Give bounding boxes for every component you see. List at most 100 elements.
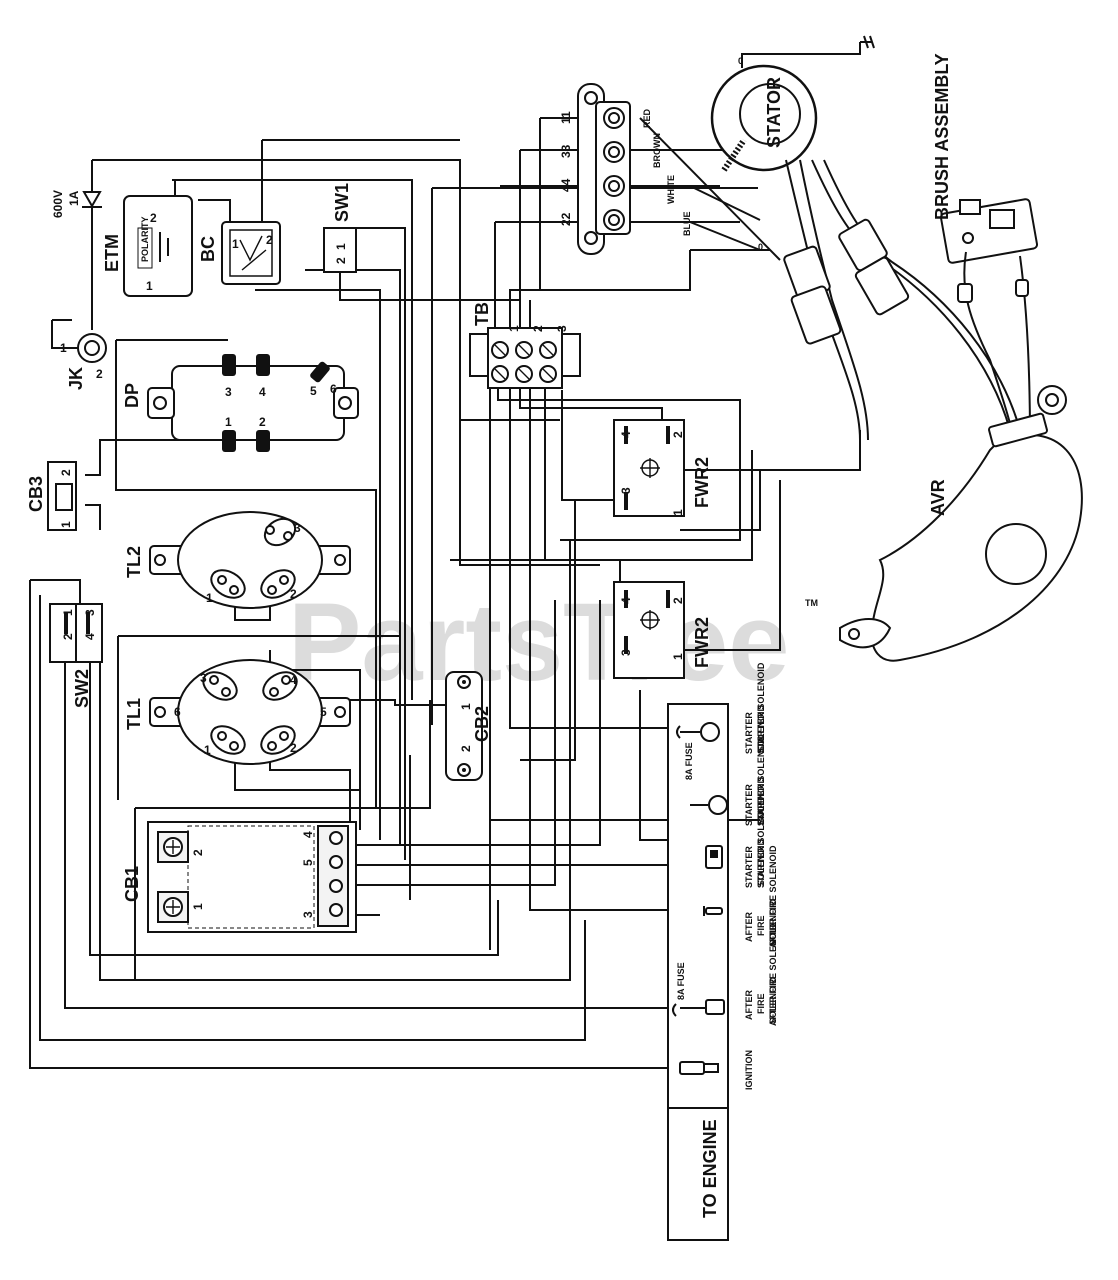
etm-body xyxy=(123,195,193,297)
wire-color-red: RED xyxy=(642,108,652,128)
dp-pin-1: 1 xyxy=(225,415,232,429)
dp-pin-4: 4 xyxy=(259,385,266,399)
ground-icon xyxy=(860,35,875,49)
svg-text:FIRE: FIRE xyxy=(756,915,766,936)
tb-terminal-block[interactable]: 1 2 3 TB xyxy=(469,302,581,389)
stator-wire-33: 33 xyxy=(559,144,573,158)
diode-current: 1A xyxy=(67,190,81,206)
tl2-outlet[interactable]: 1 2 3 TL2 xyxy=(124,511,351,609)
cb1-pin-1: 1 xyxy=(191,903,205,910)
cb1-pin-4: 4 xyxy=(301,831,315,838)
svg-text:SOLENOID: SOLENOID xyxy=(756,838,766,886)
cb1-pin-5: 5 xyxy=(301,859,315,866)
cb2-breaker[interactable]: 1 2 CB2 xyxy=(445,671,492,781)
tl1-pin-2: 2 xyxy=(290,741,297,755)
bc-module[interactable]: 1 2 BC xyxy=(198,221,281,285)
stator-wire-44: 44 xyxy=(559,178,573,192)
etm-module[interactable]: POLARITY 2 1 ETM xyxy=(102,195,193,297)
cb1-pin-2: 2 xyxy=(191,849,205,856)
cb3-pin-1: 1 xyxy=(59,521,73,528)
tl2-pin-1: 1 xyxy=(206,591,213,605)
etm-label: ETM xyxy=(102,234,122,272)
svg-text:STARTER: STARTER xyxy=(744,846,754,888)
tb-pin-1: 1 xyxy=(507,325,521,332)
etm-polarity: POLARITY xyxy=(140,216,150,262)
cb3-breaker[interactable]: 2 1 CB3 xyxy=(26,461,77,531)
tb-label: TB xyxy=(472,302,492,326)
stator-label: STATOR xyxy=(764,77,784,148)
diode-symbol-icon xyxy=(82,191,102,209)
fwr2-top-label: FWR2 xyxy=(692,457,712,508)
sw2-pin-3: 3 xyxy=(83,609,97,616)
engine-terminal-2-label: STARTER SOLENOID xyxy=(756,734,766,826)
wire-color-brown: BROWN xyxy=(652,133,662,168)
jk-jack[interactable]: JK 1 2 xyxy=(60,333,107,390)
cb2-label: CB2 xyxy=(472,706,492,742)
avr-label: AVR xyxy=(928,479,948,516)
brush-assembly[interactable]: BRUSH ASSEMBLY xyxy=(932,53,1039,441)
dp-label: DP xyxy=(122,383,142,408)
avr-regulator[interactable]: AVR xyxy=(839,385,1083,662)
fwr2-bottom-pin-1: 1 xyxy=(671,653,685,660)
engine-terminal-3-label: STARTER SOLENOID xyxy=(756,796,766,888)
sw1-body xyxy=(323,227,357,273)
tl1-outlet[interactable]: 3 4 6 5 1 2 TL1 xyxy=(124,659,351,765)
tl1-pin-5: 5 xyxy=(320,705,327,719)
etm-pin-2: 2 xyxy=(150,211,157,225)
dp-pin-3: 3 xyxy=(225,385,232,399)
sw2-pin-2: 2 xyxy=(61,633,75,640)
fwr2-top-pin-1: 1 xyxy=(671,509,685,516)
tl1-pin-4: 4 xyxy=(290,673,297,687)
sw1-switch[interactable]: 1 2 SW1 xyxy=(323,183,357,273)
fwr2-bottom-label: FWR2 xyxy=(692,617,712,668)
dp-pin-6: 6 xyxy=(330,382,337,396)
sw2-pin-1: 1 xyxy=(61,609,75,616)
engine-terminal-4-label: AFTER FIRE SOLENOID xyxy=(768,845,778,948)
etm-pin-1: 1 xyxy=(146,279,153,293)
engine-terminal-6-label: IGNITION xyxy=(744,1050,754,1090)
svg-text:SOLENOID: SOLENOID xyxy=(756,704,766,752)
cb2-pin-2: 2 xyxy=(459,745,473,752)
cb1-label: CB1 xyxy=(122,866,142,902)
stator-terminal-strip[interactable]: 11 33 44 22 RED BROWN WHITE BLUE xyxy=(559,83,692,255)
cb1-breaker[interactable]: 2 1 4 5 3 CB1 xyxy=(122,821,357,933)
fwr2-bottom-pin-4: 4 xyxy=(619,597,633,604)
to-engine-panel[interactable]: TO ENGINE 8A FUSE STARTER STARTER SOLENO… xyxy=(667,662,778,1241)
stator[interactable]: STATOR 0 0 xyxy=(710,42,1021,441)
fwr2-top-pin-3: 3 xyxy=(619,487,633,494)
svg-text:FIRE: FIRE xyxy=(756,993,766,1014)
wire-color-blue: BLUE xyxy=(682,212,692,237)
to-engine-label: TO ENGINE xyxy=(700,1119,720,1218)
fwr2-top-rectifier[interactable]: 4 2 3 1 FWR2 xyxy=(613,419,712,517)
stator-mark-top: 0 xyxy=(738,56,743,66)
cb3-pin-2: 2 xyxy=(59,469,73,476)
harness-connectors xyxy=(783,218,910,345)
dp-outlet[interactable]: 3 4 5 6 1 2 DP xyxy=(122,354,359,452)
fwr2-bottom-pin-2: 2 xyxy=(671,597,685,604)
cb2-pin-1: 1 xyxy=(459,703,473,710)
sw2-pin-4: 4 xyxy=(83,633,97,640)
sw1-pin-1: 1 xyxy=(334,243,348,250)
brush-assembly-body xyxy=(939,198,1039,264)
cb3-label: CB3 xyxy=(26,476,46,512)
fwr2-top-pin-4: 4 xyxy=(619,431,633,438)
stator-wire-11: 11 xyxy=(559,111,573,124)
fwr2-top-pin-2: 2 xyxy=(671,431,685,438)
fuse-label-top: 8A FUSE xyxy=(684,742,694,780)
tl2-label: TL2 xyxy=(124,546,144,578)
to-engine-frame xyxy=(667,703,729,1241)
tl1-pin-3: 3 xyxy=(200,671,207,685)
engine-terminal-1-line1: STARTER xyxy=(744,712,754,754)
svg-text:SOLENOID: SOLENOID xyxy=(768,976,778,1024)
stator-wire-22: 22 xyxy=(559,212,573,226)
sw2-switch[interactable]: 1 2 3 4 SW2 xyxy=(49,603,103,708)
fwr2-bottom-rectifier[interactable]: 4 2 3 1 FWR2 xyxy=(613,581,712,679)
wire-color-white: WHITE xyxy=(666,175,676,204)
svg-text:AFTER: AFTER xyxy=(744,912,754,942)
avr-body xyxy=(870,433,1083,662)
engine-terminal-1-label: STARTER SOLENOID xyxy=(756,662,766,754)
stator-mark-bottom: 0 xyxy=(758,242,763,252)
engine-terminal-5-label: AFTER FIRE SOLENOID xyxy=(768,923,778,1026)
tb-pin-2: 2 xyxy=(531,325,545,332)
